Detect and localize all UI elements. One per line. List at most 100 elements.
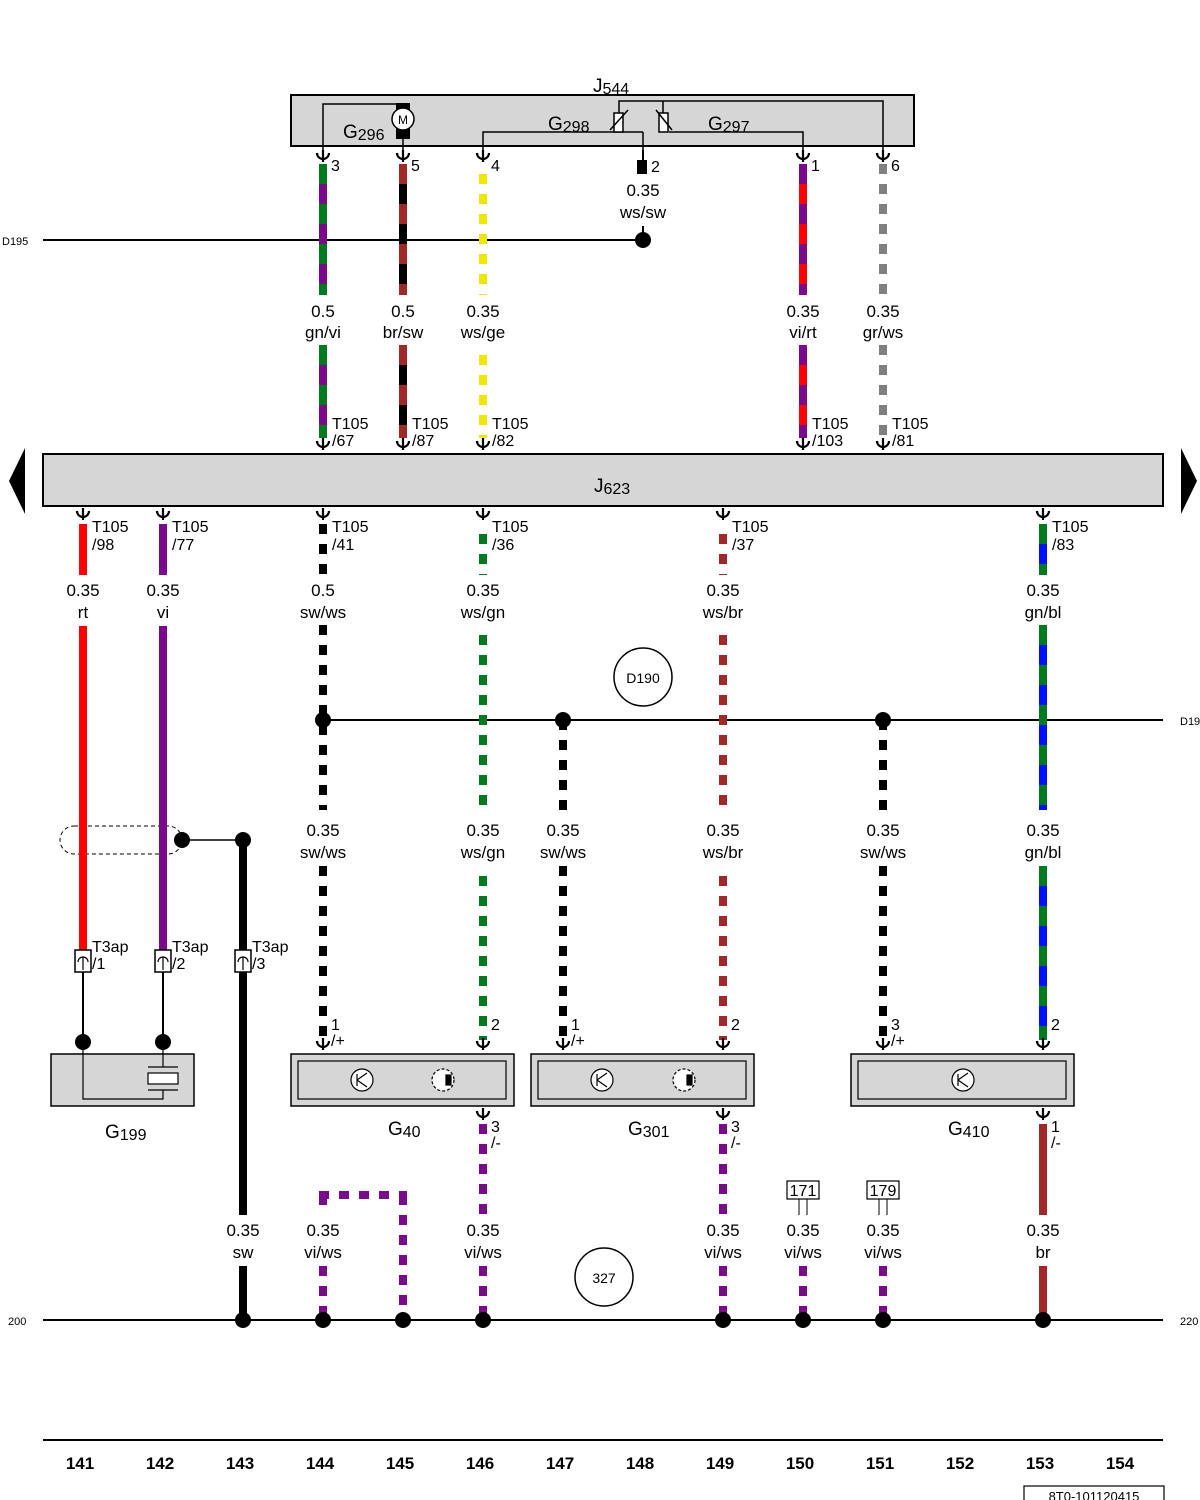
column-number: 151 <box>866 1454 894 1473</box>
page-next-arrow[interactable] <box>1181 448 1197 514</box>
t3ap-pin: /2 <box>172 956 185 973</box>
wire-size: 0.5 <box>391 302 415 321</box>
j544-pin-number: 6 <box>891 158 900 175</box>
wire-color: sw/ws <box>860 843 906 862</box>
pin2-color: ws/sw <box>619 203 667 222</box>
connector-name: T105 <box>492 519 529 536</box>
connector-pin: /67 <box>332 433 354 450</box>
bus-d19-label: D19 <box>1180 716 1200 728</box>
wire-color: vi/ws <box>704 1243 742 1262</box>
ground-bus-left-label: 200 <box>8 1316 26 1328</box>
bus-d195-junction <box>635 232 651 248</box>
bus-d19-junction <box>315 712 331 728</box>
motor-icon: M <box>391 103 415 139</box>
column-number: 143 <box>226 1454 254 1473</box>
wire-color: ws/gn <box>460 843 505 862</box>
page-prev-arrow[interactable] <box>9 448 25 514</box>
doc-id-box <box>1023 1485 1165 1500</box>
t3ap-name: T3ap <box>92 939 129 956</box>
bus-d19-junction <box>555 712 571 728</box>
j544-label: J544 <box>593 76 629 98</box>
connector-pin: /87 <box>412 433 434 450</box>
ground-bus-right-label: 220 <box>1180 1316 1198 1328</box>
ground-pin-number: 1 <box>1051 1119 1060 1136</box>
label-layer: 30.5gn/viT105/6750.5br/swT105/8740.35ws/… <box>66 158 1088 1262</box>
column-number: 141 <box>66 1454 94 1473</box>
ground-pin-number: 3 <box>491 1119 500 1136</box>
connector-pin: /81 <box>892 433 914 450</box>
connector-pin: /83 <box>1052 537 1074 554</box>
connector-name: T105 <box>92 519 129 536</box>
wire-size: 0.35 <box>786 1221 819 1240</box>
wire-color: vi/ws <box>784 1243 822 1262</box>
wire-color: sw/ws <box>300 603 346 622</box>
wire-size: 0.35 <box>146 581 179 600</box>
j544-pin-number: 1 <box>811 158 820 175</box>
wire-size: 0.35 <box>1026 1221 1059 1240</box>
wire-size: 0.35 <box>466 302 499 321</box>
connector-pin: /37 <box>732 537 754 554</box>
ground-junction-1 <box>315 1312 331 1328</box>
sensor-pin-polarity: /+ <box>571 1033 585 1050</box>
connector-pin: /36 <box>492 537 514 554</box>
g199-label: G199 <box>105 1122 147 1144</box>
sensor-pin-number: 2 <box>1051 1017 1060 1034</box>
g40-hall-sensor-icon <box>350 1068 374 1092</box>
bus-d195-label: D195 <box>2 236 28 248</box>
g199-crystal-icon <box>147 1072 179 1085</box>
connector-pin: /82 <box>492 433 514 450</box>
g40-magnet-icon <box>431 1068 455 1092</box>
j544-pin-number: 4 <box>491 158 500 175</box>
ref-number: 179 <box>870 1183 897 1200</box>
bus-d19-junction <box>875 712 891 728</box>
connector-name: T105 <box>412 416 449 433</box>
wire-size: 0.35 <box>706 821 739 840</box>
doc-id: 8T0-101120415 <box>1049 1489 1140 1500</box>
sensor-pin-number: 3 <box>891 1017 900 1034</box>
ground-pin-number: 3 <box>731 1119 740 1136</box>
ground-327-circle <box>574 1247 634 1307</box>
d190-label: D190 <box>626 670 660 686</box>
ground-junction-3 <box>715 1312 731 1328</box>
g301-label: G301 <box>628 1119 670 1141</box>
d190-circle <box>613 647 673 707</box>
pin2-size: 0.35 <box>626 181 659 200</box>
column-number: 145 <box>386 1454 414 1473</box>
wire-color: gn/vi <box>305 323 341 342</box>
connector-name: T105 <box>172 519 209 536</box>
ground-pin-polarity: /- <box>1051 1135 1061 1152</box>
column-number: 148 <box>626 1454 654 1473</box>
pin2-number: 2 <box>651 159 660 176</box>
connector-pin: /41 <box>332 537 354 554</box>
wire-size: 0.35 <box>466 581 499 600</box>
connector-name: T105 <box>332 416 369 433</box>
column-number: 144 <box>306 1454 335 1473</box>
wire-color: sw <box>233 1243 255 1262</box>
g296-label: G296 <box>343 122 385 144</box>
j544-pin-number: 5 <box>411 158 420 175</box>
g199-pin-2 <box>155 1034 171 1050</box>
ground-junction-2 <box>475 1312 491 1328</box>
wire-size: 0.35 <box>866 1221 899 1240</box>
g298-label: G298 <box>548 114 590 136</box>
ref-box <box>866 1180 900 1200</box>
wire-size: 0.35 <box>706 581 739 600</box>
wire-size: 0.5 <box>311 581 335 600</box>
sensor-pin-number: 1 <box>571 1017 580 1034</box>
connector-name: T105 <box>812 416 849 433</box>
wire-size: 0.35 <box>66 581 99 600</box>
wire-size: 0.35 <box>466 1221 499 1240</box>
ref-number: 171 <box>790 1183 817 1200</box>
wire-color: vi/ws <box>864 1243 902 1262</box>
sensor-pin-polarity: /+ <box>891 1033 905 1050</box>
g301-magnet-icon <box>672 1068 696 1092</box>
wire-color: sw/ws <box>300 843 346 862</box>
column-number: 150 <box>786 1454 814 1473</box>
wire-size: 0.35 <box>226 1221 259 1240</box>
column-number: 153 <box>1026 1454 1054 1473</box>
ground-327-label: 327 <box>592 1270 616 1286</box>
wire-color: vi/ws <box>304 1243 342 1262</box>
column-number: 147 <box>546 1454 574 1473</box>
t3ap-name: T3ap <box>172 939 209 956</box>
wire-color: ws/br <box>702 843 744 862</box>
